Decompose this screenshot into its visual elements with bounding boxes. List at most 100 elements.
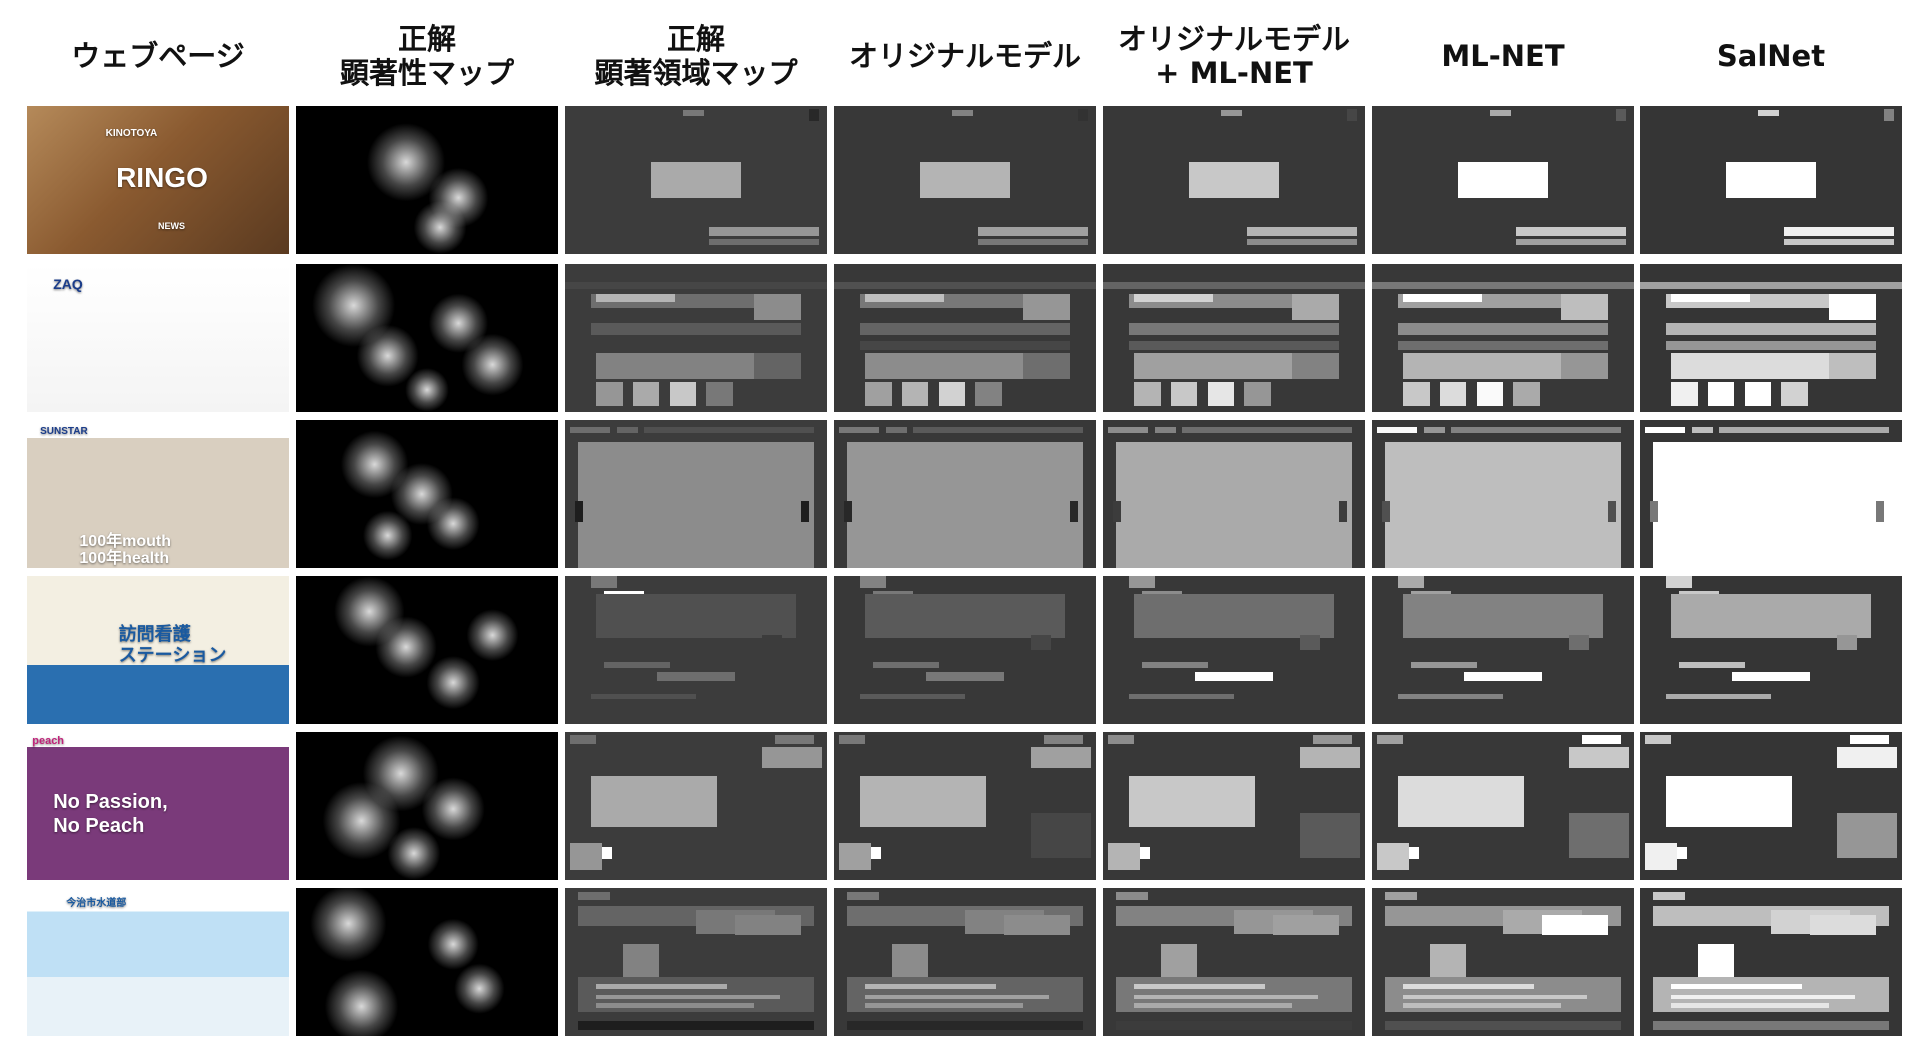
region-block (735, 914, 801, 936)
region-block (565, 281, 827, 290)
region-block (1883, 108, 1895, 121)
region-block (1666, 340, 1876, 350)
region-block (596, 593, 796, 639)
region-block (1398, 576, 1425, 588)
region-block (1568, 813, 1629, 858)
thumbnail-text: RINGO (116, 162, 208, 194)
region-block (925, 672, 1005, 682)
region-block (578, 442, 814, 568)
region-block (1671, 293, 1751, 303)
region-block (860, 694, 965, 699)
region-block (865, 994, 1049, 999)
region-block (978, 227, 1089, 237)
region-block (1134, 382, 1161, 407)
region-block (865, 593, 1065, 639)
region-block (1398, 694, 1503, 699)
thumbnail-text: 訪問看護 (118, 624, 191, 645)
saliency-region-map-mlnet (1372, 264, 1634, 412)
region-block (1299, 746, 1360, 768)
saliency-region-map-original (834, 106, 1096, 254)
column-header-gt-region: 正解 顕著領域マップ (594, 21, 798, 90)
column-header-salnet: SalNet (1716, 38, 1826, 73)
saliency-region-map-mlnet (1372, 420, 1634, 568)
region-block (1030, 635, 1052, 650)
region-block (1030, 813, 1091, 858)
region-block (1828, 352, 1876, 380)
saliency-region-map-salnet (1640, 420, 1902, 568)
region-block (865, 382, 892, 407)
thumbnail-text: peach (32, 734, 65, 747)
saliency-region-map-gt-region (565, 106, 827, 254)
region-block (1134, 352, 1292, 380)
region-block (1560, 352, 1608, 380)
region-block (1489, 110, 1511, 117)
column-header-original: オリジナルモデル (848, 38, 1081, 73)
region-block (1784, 239, 1895, 246)
region-block (1134, 1003, 1292, 1008)
region-block (808, 108, 820, 121)
region-block (1671, 1003, 1829, 1008)
region-block (1671, 382, 1698, 407)
region-block (975, 382, 1002, 407)
region-block (938, 382, 965, 407)
region-block (847, 1021, 1083, 1031)
region-block (1645, 734, 1672, 744)
saliency-region-map-salnet (1640, 732, 1902, 880)
region-block (1004, 914, 1070, 936)
saliency-region-map-original-mlnet (1103, 106, 1365, 254)
region-block (1424, 427, 1446, 434)
region-block (865, 984, 997, 989)
region-block (1671, 593, 1871, 639)
region-block (1299, 635, 1321, 650)
region-block (1440, 382, 1467, 407)
thumbnail-text: SUNSTAR (40, 425, 88, 437)
saliency-region-map-original-mlnet (1103, 732, 1365, 880)
region-block (604, 661, 670, 668)
saliency-region-map-original-mlnet (1103, 264, 1365, 412)
thumbnail-text: ZAQ (53, 275, 83, 292)
thumbnail-text: 100年mouth (79, 532, 171, 550)
saliency-region-map-gt-region (565, 576, 827, 724)
saliency-region-map-original (834, 888, 1096, 1036)
region-block (1244, 382, 1271, 407)
region-block (1142, 661, 1208, 668)
region-block (1398, 323, 1608, 336)
region-block (1640, 281, 1902, 290)
region-block (1875, 501, 1884, 523)
region-block (1607, 501, 1616, 523)
region-block (591, 776, 717, 827)
region-block (1560, 293, 1608, 321)
region-block (1403, 382, 1430, 407)
region-block (1022, 352, 1070, 380)
region-block (873, 661, 939, 668)
region-block (1398, 340, 1608, 350)
region-block (1377, 843, 1409, 870)
region-block (570, 427, 610, 434)
region-block (1134, 293, 1214, 303)
region-block (1338, 501, 1347, 523)
region-block (1171, 382, 1198, 407)
region-block (578, 892, 610, 900)
region-block (1653, 892, 1685, 900)
thumbnail-text: ステーション (118, 645, 227, 666)
region-block (570, 734, 597, 744)
region-block (978, 239, 1089, 246)
region-block (1784, 227, 1895, 237)
region-block (622, 944, 660, 977)
column-header-mlnet: ML-NET (1441, 38, 1565, 73)
region-block (1022, 293, 1070, 321)
region-block (1828, 293, 1876, 321)
region-block (1516, 227, 1627, 237)
region-block (706, 382, 733, 407)
region-block (1194, 672, 1274, 682)
region-block (1346, 108, 1358, 121)
region-block (591, 323, 801, 336)
gt-saliency-map (296, 264, 558, 412)
region-block (761, 813, 822, 858)
region-block (847, 442, 1083, 568)
region-block (1476, 382, 1503, 407)
region-block (1181, 427, 1352, 434)
region-block (1129, 694, 1234, 699)
region-block (1108, 427, 1148, 434)
region-block (591, 694, 696, 699)
